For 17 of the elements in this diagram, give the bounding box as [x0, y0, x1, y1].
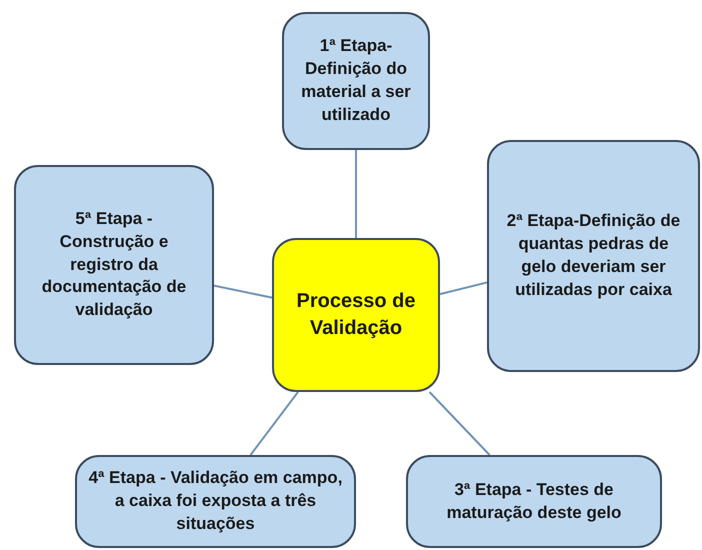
step-box: [282, 12, 430, 150]
step-text: 2ª Etapa-Definição de quantas pedras de gelo deveriam ser utilizadas por caixa: [506, 210, 682, 301]
step-text: 3ª Etapa - Testes de maturação deste gelo: [446, 478, 622, 524]
connector-line: [428, 391, 490, 456]
connector-line: [214, 284, 272, 299]
step-box: [14, 165, 214, 365]
connector-line: [355, 150, 357, 238]
step-box: [406, 455, 662, 548]
step-text: Processo de Validação: [296, 289, 416, 341]
connector-line: [250, 391, 299, 456]
central-box: [272, 238, 440, 392]
step-box: [487, 140, 700, 372]
step-text: 1ª Etapa-Definição do material a ser utilizado: [300, 35, 412, 126]
step-text: 4ª Etapa - Validação em campo, a caixa foi exposta a três situações: [88, 467, 344, 535]
step-text: 5ª Etapa - Construção e registro da documentação de validação: [40, 208, 188, 322]
connector-line: [440, 281, 488, 296]
step-box: [75, 455, 356, 548]
